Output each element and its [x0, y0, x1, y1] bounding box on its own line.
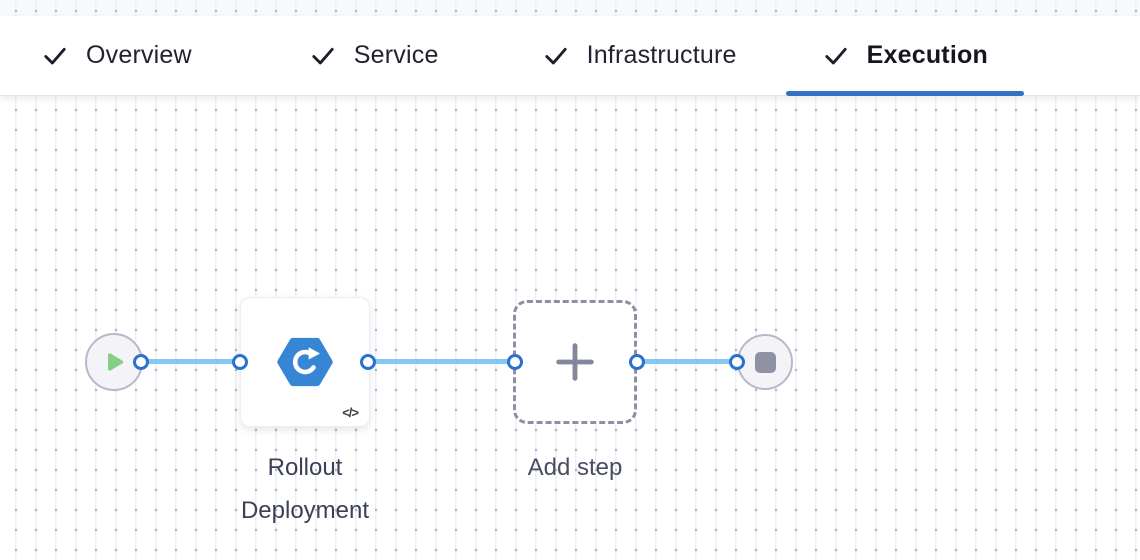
port-start-out[interactable]	[133, 354, 149, 370]
check-icon	[825, 47, 847, 64]
edge-start-to-step	[141, 359, 240, 364]
tab-label: Execution	[866, 41, 988, 69]
check-icon	[544, 47, 567, 64]
step-node-rollout-deployment[interactable]: </>	[240, 297, 370, 427]
play-icon	[108, 353, 124, 371]
add-step-node[interactable]	[513, 300, 637, 424]
tab-label: Infrastructure	[586, 41, 737, 69]
step-node-label: Rollout Deployment	[240, 454, 370, 524]
tab-infrastructure[interactable]: Infrastructure	[543, 16, 737, 95]
edge-addstep-to-end	[637, 359, 737, 364]
edge-step-to-addstep	[368, 359, 515, 364]
tab-label: Overview	[86, 41, 192, 69]
plus-icon	[556, 343, 594, 381]
tab-label: Service	[353, 41, 439, 69]
port-addstep-in[interactable]	[507, 354, 523, 370]
pipeline-end-node[interactable]	[737, 334, 793, 390]
port-step-in[interactable]	[232, 354, 248, 370]
code-badge-icon: </>	[342, 405, 359, 420]
active-tab-underline	[786, 91, 1025, 96]
tab-service[interactable]: Service	[310, 16, 439, 95]
k8s-rolling-update-icon	[277, 337, 333, 387]
canvas-top-strip	[0, 0, 1140, 16]
check-icon	[44, 47, 66, 64]
port-end-in[interactable]	[729, 354, 745, 370]
check-icon	[312, 47, 334, 64]
tab-execution[interactable]: Execution	[786, 16, 1025, 96]
stop-icon	[754, 351, 776, 373]
port-step-out[interactable]	[360, 354, 376, 370]
port-addstep-out[interactable]	[629, 354, 645, 370]
add-step-label: Add step	[527, 454, 623, 481]
pipeline-canvas[interactable]: </> Rollout Deployment Add step	[0, 96, 1140, 560]
tab-overview[interactable]: Overview	[42, 16, 192, 95]
stage-tabbar: Overview Service Infrastructure Executio…	[0, 16, 1140, 96]
